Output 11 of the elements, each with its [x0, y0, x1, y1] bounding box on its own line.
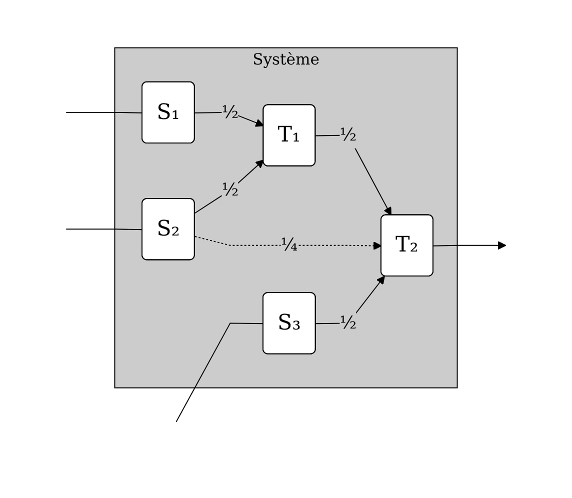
- edge-label: ½: [222, 102, 239, 122]
- edge-label: ½: [340, 312, 357, 333]
- edge-label: ½: [340, 124, 357, 146]
- arrow: [194, 236, 382, 250]
- edge-label: ¼: [280, 234, 298, 256]
- connector: [66, 112, 143, 113]
- edge-label: ½: [222, 180, 239, 200]
- connector: [66, 228, 143, 230]
- connector: [176, 322, 264, 422]
- arrow: [194, 159, 264, 214]
- arrow: [432, 240, 506, 250]
